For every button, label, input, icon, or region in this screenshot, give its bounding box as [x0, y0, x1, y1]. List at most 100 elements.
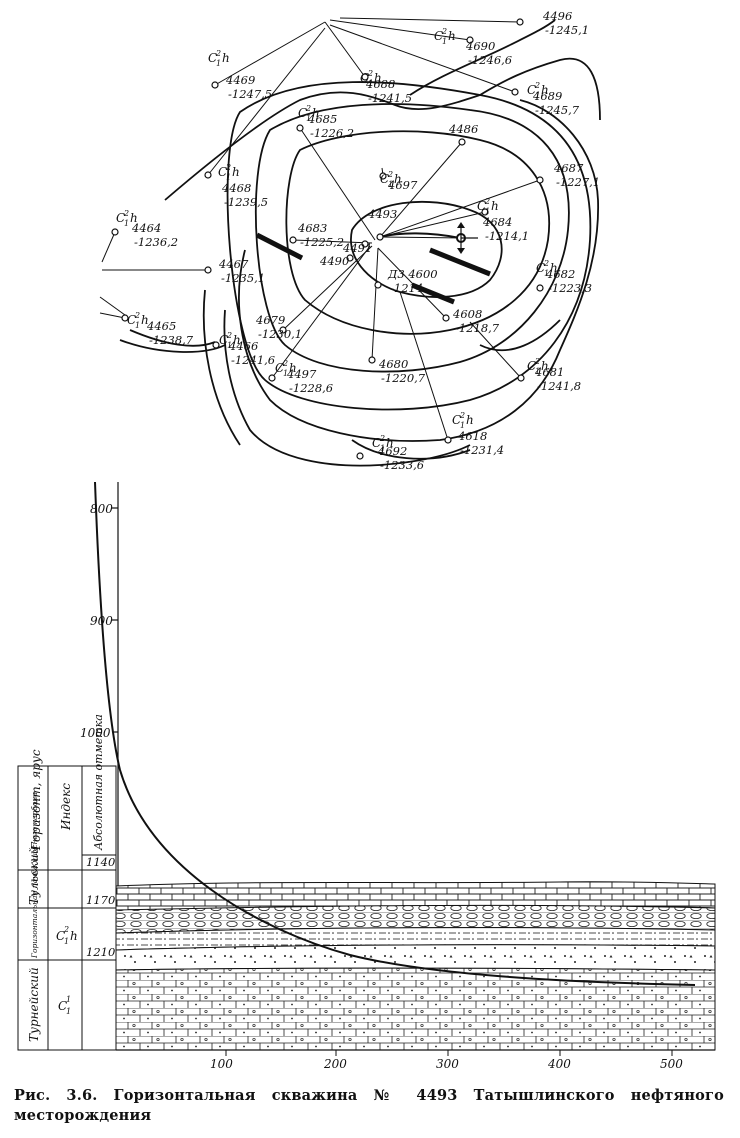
well-number: 4680 [378, 357, 408, 371]
horizon-index: C [127, 313, 136, 327]
well-number: 4464 [131, 221, 161, 235]
faults [255, 232, 491, 305]
horizon-index-h: h [491, 199, 499, 213]
well-marker [444, 436, 452, 444]
dotted-layer [115, 944, 716, 971]
x-tick-label: 300 [436, 1057, 459, 1071]
tournaisian-layer [115, 967, 716, 1051]
horizon-index: C [477, 199, 486, 213]
horizon-index: C [536, 261, 545, 275]
svg-text:h: h [70, 929, 78, 943]
well-altitude: -1241,6 [231, 353, 275, 367]
well-number: 4690 [465, 39, 495, 53]
horizon-index-sub: 1 [442, 37, 447, 46]
contour-line [164, 57, 601, 201]
well-marker [361, 73, 369, 81]
well-altitude: -1226,2 [310, 126, 354, 140]
horizon-index-sub: 1 [535, 367, 540, 376]
well-altitude: -1214,1 [485, 229, 529, 243]
horizon-index-sup: 2 [379, 434, 385, 443]
fault-line [411, 282, 455, 305]
horizon-index: C [527, 359, 536, 373]
well-marker [361, 240, 369, 248]
svg-text:2: 2 [63, 925, 69, 934]
lithology-section [115, 881, 716, 1051]
horizon-index-sup: 2 [441, 27, 447, 36]
x-tick-label: 200 [323, 1057, 347, 1071]
horizon-index-h: h [222, 51, 230, 65]
horizon-index-sub: 1 [485, 207, 490, 216]
horizon-index-sup: 2 [134, 311, 140, 320]
horizon-index-sup: 2 [123, 209, 129, 218]
horizon-index: C [208, 51, 217, 65]
x-tick-label: 400 [547, 1057, 571, 1071]
well-altitude: -1233,6 [380, 458, 424, 472]
well-marker [296, 124, 304, 132]
horizon-index: C [275, 361, 284, 375]
well-number: 4465 [146, 319, 176, 333]
horizon-index-sub: 1 [460, 421, 465, 430]
well-marker [481, 208, 489, 216]
well-altitude: -1235,1 [221, 271, 265, 285]
horizon-index-h: h [550, 261, 558, 275]
horizon-index-h: h [130, 211, 138, 225]
well-marker [204, 266, 212, 274]
well-marker [111, 228, 119, 236]
well-number: 4697 [387, 178, 418, 192]
depth-tick-label: 1000 [80, 726, 111, 740]
row-lower-carb: Горизонтальная пачка нижнего карбона [30, 792, 39, 959]
well-marker [376, 233, 384, 241]
well-altitude: -1245,7 [535, 103, 580, 117]
horizon-index-sup: 2 [387, 170, 393, 179]
well-marker [121, 314, 129, 322]
horizon-index: C [372, 436, 381, 450]
figure: 4496-1245,14690-1246,6C12h4469-1247,5C12… [17, 9, 716, 1071]
well-marker [212, 341, 220, 349]
fault-line [429, 247, 491, 277]
well-marker [511, 88, 519, 96]
well-number: 4608 [452, 307, 482, 321]
horizon-index-sup: 2 [305, 104, 311, 113]
well-altitude: -1241,8 [537, 379, 581, 393]
svg-text:1: 1 [64, 937, 69, 946]
mark-1140: 1140 [86, 855, 115, 869]
x-tick-label: 500 [660, 1057, 683, 1071]
well-altitude: -1218,7 [455, 321, 500, 335]
well-number: 4684 [482, 215, 512, 229]
horizon-index-sub: 1 [216, 59, 221, 68]
horizon-index-h: h [541, 359, 549, 373]
contour-line [238, 99, 599, 442]
horizon-index-sub: 1 [380, 444, 385, 453]
x-ticks [225, 1050, 673, 1056]
well-altitude: -1246,6 [468, 53, 512, 67]
horizon-index-h: h [141, 313, 149, 327]
horizon-index-sup: 2 [484, 197, 490, 206]
well-number: 4467 [218, 257, 249, 271]
contour-line [479, 319, 561, 351]
horizon-index-h: h [541, 83, 549, 97]
well-marker [379, 172, 387, 180]
horizon-index: C [452, 413, 461, 427]
header-horizon: Горизонт, ярус [29, 749, 43, 851]
x-tick-label: 100 [210, 1057, 233, 1071]
well-number: 4679 [255, 313, 285, 327]
well-altitude: -1245,1 [545, 23, 589, 37]
structure-map [99, 17, 601, 467]
well-altitude: -1220,7 [381, 371, 426, 385]
well-altitude: -1225,2 [300, 235, 344, 249]
well-marker [536, 284, 544, 292]
svg-text:1: 1 [66, 1007, 71, 1016]
index-c11: C11 [58, 995, 71, 1016]
well-altitude: -1231,4 [460, 443, 504, 457]
contour-line [351, 439, 471, 460]
well-marker [368, 356, 376, 364]
row-tula: Тульский [27, 847, 41, 905]
contour-line [129, 329, 216, 347]
well-marker [356, 452, 364, 460]
well-number: 4688 [365, 77, 395, 91]
well-number: 4687 [553, 161, 584, 175]
horizon-index-sub: 1 [226, 173, 231, 182]
well-altitude: -1230,1 [258, 327, 302, 341]
